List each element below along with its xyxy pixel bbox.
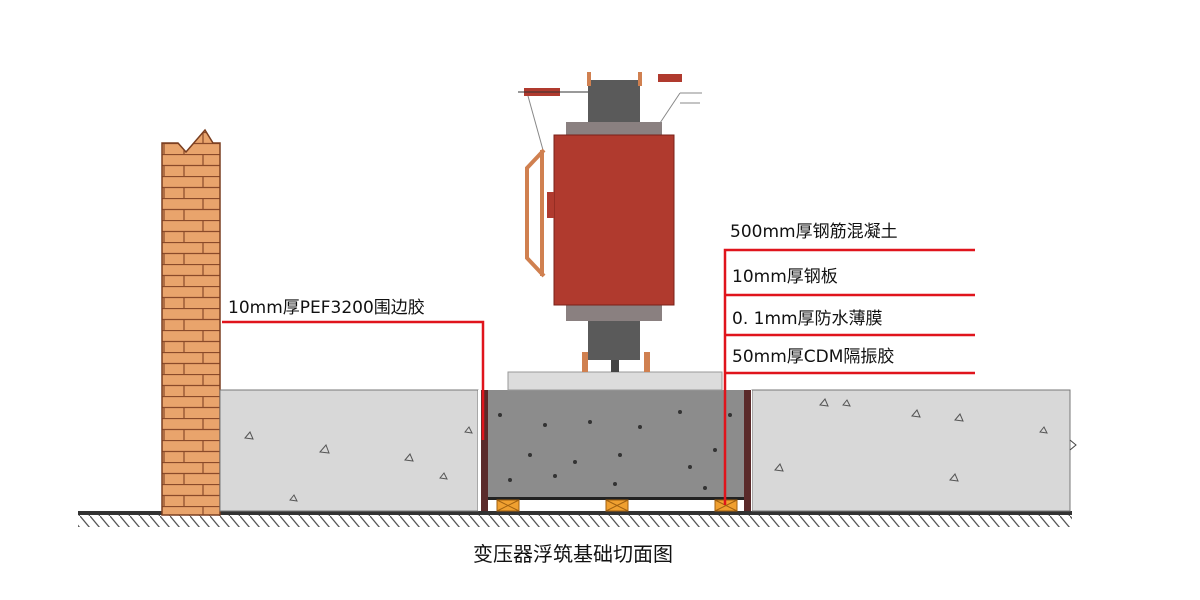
brick-wall bbox=[161, 128, 221, 516]
label-membrane: 0. 1mm厚防水薄膜 bbox=[732, 309, 883, 329]
transformer-plinth bbox=[507, 371, 723, 391]
isolator-pads bbox=[496, 499, 738, 512]
leader-lines bbox=[222, 248, 975, 505]
label-edge-rubber: 10mm厚PEF3200围边胶 bbox=[228, 298, 425, 318]
transformer bbox=[518, 72, 702, 372]
floor-slab-left bbox=[219, 389, 479, 512]
label-isolation-rubber: 50mm厚CDM隔振胶 bbox=[732, 347, 894, 367]
ground bbox=[78, 511, 1072, 527]
foundation-pit bbox=[478, 390, 752, 511]
floor-slab-right bbox=[751, 389, 1077, 512]
isolator-pad bbox=[496, 499, 520, 512]
label-concrete: 500mm厚钢筋混凝土 bbox=[730, 222, 898, 242]
label-steel-plate: 10mm厚钢板 bbox=[732, 267, 838, 287]
isolator-pad bbox=[605, 499, 629, 512]
diagram-caption: 变压器浮筑基础切面图 bbox=[473, 542, 673, 566]
